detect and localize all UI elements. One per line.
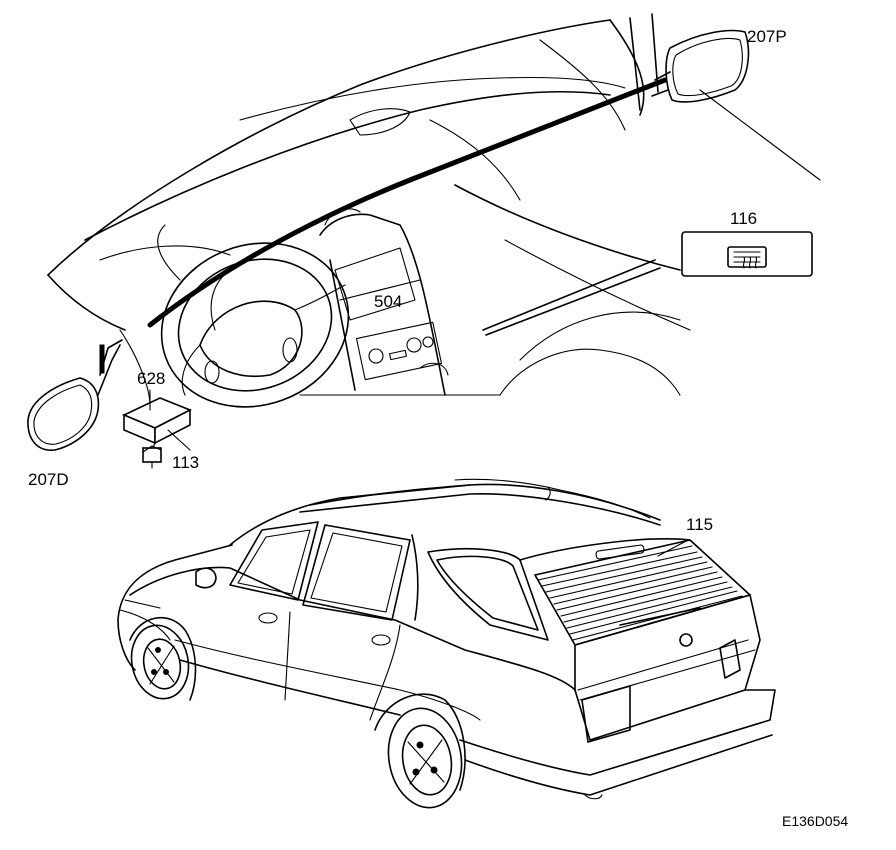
label-504: 504: [374, 292, 402, 311]
label-207D: 207D: [28, 470, 69, 489]
label-116: 116: [730, 209, 757, 228]
dashboard-drawing: [47, 13, 821, 408]
relay-628-and-fuse-113: [122, 389, 192, 469]
figure-code: E136D054: [782, 813, 848, 829]
car-rear-view: [117, 478, 776, 809]
label-115: 115: [686, 515, 713, 534]
label-207P: 207P: [747, 27, 787, 46]
label-628: 628: [137, 369, 165, 388]
mirror-passenger-207P: [651, 29, 750, 103]
mirror-driver-207D: [27, 339, 123, 451]
label-113: 113: [172, 453, 199, 472]
leader-lines: [657, 539, 689, 557]
rear-window-heater-switch-116: [681, 231, 813, 277]
